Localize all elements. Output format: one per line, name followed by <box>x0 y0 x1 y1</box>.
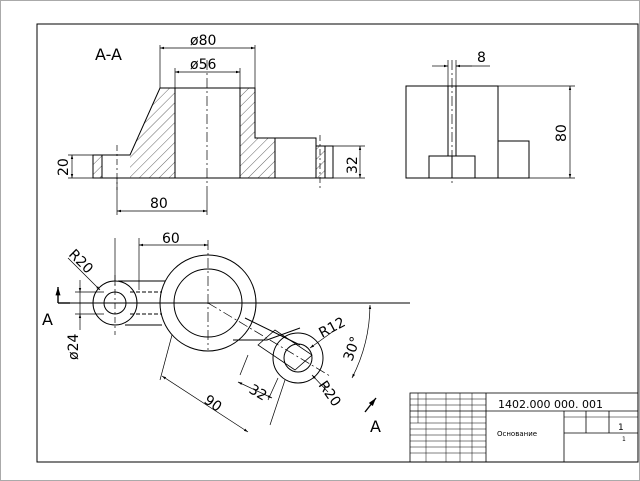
dim-r20-top: R20 <box>65 247 96 278</box>
dim-d80: ø80 <box>190 33 216 49</box>
view-label-right: A <box>370 417 381 436</box>
title-sheet-of: 1 <box>622 436 626 443</box>
dim-l90: 90 <box>201 392 225 415</box>
view-label-left: A <box>42 310 53 329</box>
dim-b80: 80 <box>150 196 168 212</box>
dim-c60: 60 <box>162 231 180 247</box>
section-view <box>68 45 365 215</box>
section-label: A-A <box>95 45 122 64</box>
dim-h32: 32 <box>345 156 361 174</box>
inner-frame <box>36 23 639 463</box>
section-hatch-left <box>130 88 175 178</box>
title-block <box>409 392 639 463</box>
dim-d24: ø24 <box>66 334 82 360</box>
plan-view <box>55 238 410 433</box>
section-hatch-boss-right <box>316 146 325 178</box>
dim-w8: 8 <box>477 50 486 66</box>
dim-r12: R12 <box>316 314 348 341</box>
title-part-name: Основание <box>497 430 537 438</box>
dim-h20: 20 <box>56 158 72 176</box>
side-view <box>405 60 575 185</box>
title-designation: 1402.000 000. 001 <box>498 398 603 411</box>
section-hatch-boss-left <box>93 155 102 178</box>
dim-h80: 80 <box>554 124 570 142</box>
title-sheet-number: 1 <box>618 423 624 433</box>
dim-l32: 32 <box>246 382 269 405</box>
dim-a30: 30° <box>341 335 365 364</box>
dim-d56: ø56 <box>190 57 216 73</box>
section-outline <box>92 87 334 179</box>
section-hatch-right <box>240 88 275 178</box>
